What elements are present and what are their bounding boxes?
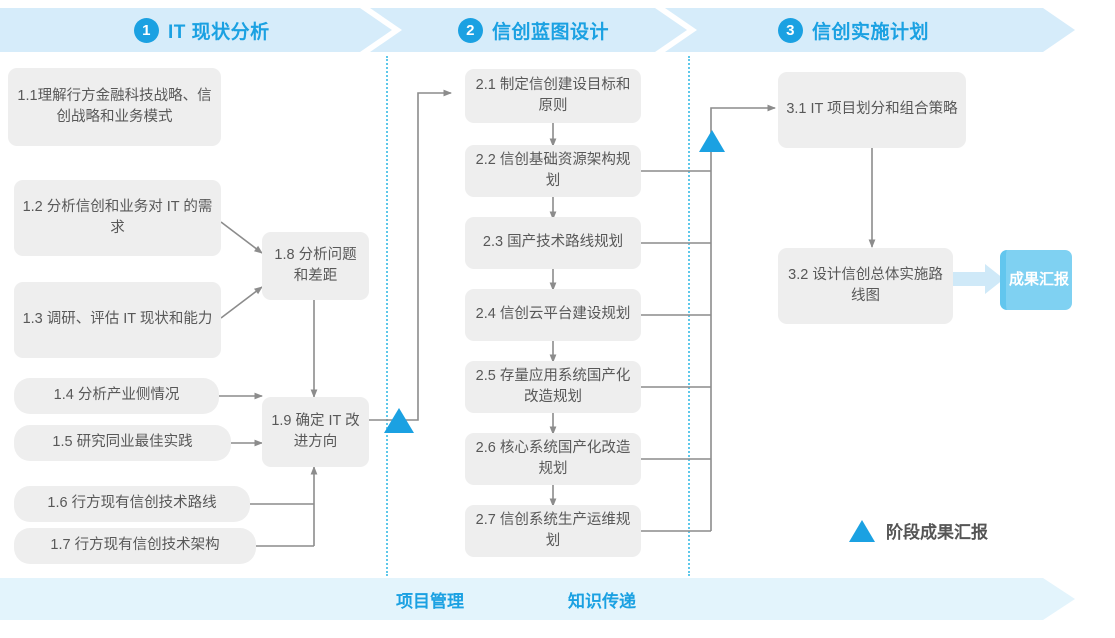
- task-node-2-2[interactable]: 2.2 信创基础资源架构规划: [465, 145, 641, 197]
- task-node-2-4[interactable]: 2.4 信创云平台建设规划: [465, 289, 641, 341]
- task-node-1-5[interactable]: 1.5 研究同业最佳实践: [14, 425, 231, 461]
- phase-header-1: 1 IT 现状分析: [134, 8, 270, 52]
- phase-number-3: 3: [778, 17, 803, 43]
- task-node-2-1[interactable]: 2.1 制定信创建设目标和原则: [465, 69, 641, 123]
- phase-header-3: 3 信创实施计划: [778, 8, 929, 52]
- phase-divider-2: [688, 56, 690, 576]
- footer-band: [0, 578, 1075, 620]
- phase-header-band: [0, 8, 1075, 52]
- task-node-1-7[interactable]: 1.7 行方现有信创技术架构: [14, 528, 256, 564]
- task-node-2-5[interactable]: 2.5 存量应用系统国产化改造规划: [465, 361, 641, 413]
- task-node-1-8[interactable]: 1.8 分析问题和差距: [262, 232, 369, 300]
- triangle-up-icon: [849, 519, 875, 542]
- result-arrow-icon: [953, 264, 1004, 294]
- task-node-3-2[interactable]: 3.2 设计信创总体实施路线图: [778, 248, 953, 324]
- footer-label-project-management: 项目管理: [396, 591, 464, 611]
- phase-label-1: IT 现状分析: [168, 21, 270, 43]
- task-node-2-6[interactable]: 2.6 核心系统国产化改造规划: [465, 433, 641, 485]
- task-node-1-3[interactable]: 1.3 调研、评估 IT 现状和能力: [14, 282, 221, 358]
- result-badge[interactable]: 成果汇报: [1000, 250, 1072, 310]
- footer-label-knowledge-transfer: 知识传递: [568, 591, 636, 611]
- milestone-triangle-phase2: [699, 130, 725, 152]
- task-node-2-3[interactable]: 2.3 国产技术路线规划: [465, 217, 641, 269]
- phase-number-1: 1: [134, 17, 159, 43]
- task-node-2-7[interactable]: 2.7 信创系统生产运维规划: [465, 505, 641, 557]
- result-badge-label: 成果汇报: [1008, 271, 1069, 289]
- phase-label-2: 信创蓝图设计: [492, 21, 610, 43]
- task-node-3-1[interactable]: 3.1 IT 项目划分和组合策略: [778, 72, 966, 148]
- milestone-triangle-phase1: [384, 408, 414, 433]
- phase-divider-1: [386, 56, 388, 576]
- task-node-1-2[interactable]: 1.2 分析信创和业务对 IT 的需求: [14, 180, 221, 256]
- task-node-1-6[interactable]: 1.6 行方现有信创技术路线: [14, 486, 250, 522]
- task-node-1-4[interactable]: 1.4 分析产业侧情况: [14, 378, 219, 414]
- legend-label: 阶段成果汇报: [886, 523, 988, 542]
- task-node-1-9[interactable]: 1.9 确定 IT 改进方向: [262, 397, 369, 467]
- phase-header-2: 2 信创蓝图设计: [458, 8, 609, 52]
- task-node-1-1[interactable]: 1.1理解行方金融科技战略、信创战略和业务模式: [8, 68, 221, 146]
- phase-label-3: 信创实施计划: [812, 21, 930, 43]
- phase-number-2: 2: [458, 17, 483, 43]
- legend: 阶段成果汇报: [849, 518, 988, 543]
